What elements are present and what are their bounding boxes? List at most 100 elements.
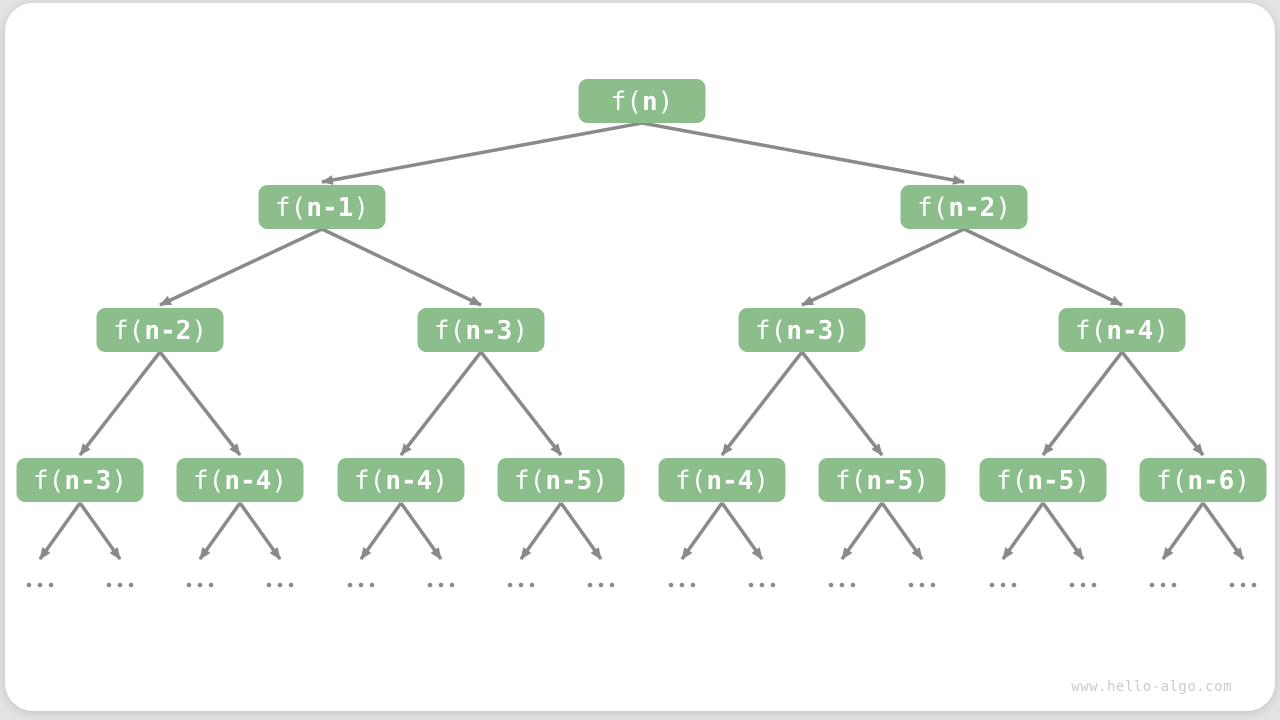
ellipsis-dot <box>930 582 936 588</box>
ellipsis-dot <box>266 582 272 588</box>
ellipsis-dot <box>37 582 43 588</box>
tree-node-box <box>176 458 304 502</box>
tree-node-label: f(n-5) <box>835 466 929 496</box>
tree-node-label: f(n-5) <box>514 466 608 496</box>
ellipsis-dot <box>850 582 856 588</box>
tree-node-label: f(n-4) <box>193 466 287 496</box>
tree-node-box <box>258 185 386 229</box>
ellipsis-dot <box>26 582 32 588</box>
tree-edge-arrow <box>720 350 804 457</box>
tree-edge-arrow <box>321 227 482 307</box>
ellipsis-dot <box>518 582 524 588</box>
ellipsis-leaf <box>908 582 936 588</box>
ellipsis-dot <box>1149 582 1155 588</box>
tree-node-box <box>1058 308 1186 352</box>
tree-edge-arrow <box>680 501 724 561</box>
tree-node-f-n-3: f(n-3) <box>417 308 545 352</box>
tree-node-f-n-3: f(n-3) <box>738 308 866 352</box>
tree-node-f-n-6: f(n-6) <box>1139 458 1267 502</box>
tree-edge-arrow <box>1041 350 1124 457</box>
ellipsis-leaf <box>587 582 615 588</box>
tree-edge-arrow <box>158 350 242 457</box>
ellipsis-leaf <box>1149 582 1177 588</box>
ellipsis-dot <box>106 582 112 588</box>
ellipsis-dot <box>288 582 294 588</box>
tree-edge-arrow <box>800 350 884 457</box>
ellipsis-leaf <box>26 582 54 588</box>
tree-node-label: f(n-1) <box>275 193 369 223</box>
ellipsis-dot <box>1069 582 1075 588</box>
tree-node-f-n-4: f(n-4) <box>1058 308 1186 352</box>
ellipsis-dot <box>1240 582 1246 588</box>
ellipsis-dot <box>1251 582 1257 588</box>
tree-node-f-n-4: f(n-4) <box>658 458 786 502</box>
tree-node-box <box>417 308 545 352</box>
tree-node-box <box>979 458 1107 502</box>
tree-edge-arrow <box>880 501 924 561</box>
ellipsis-dot <box>1160 582 1166 588</box>
ellipsis-dot <box>1011 582 1017 588</box>
ellipsis-dot <box>1229 582 1235 588</box>
ellipsis-dot <box>828 582 834 588</box>
ellipsis-leaf <box>1229 582 1257 588</box>
ellipsis-leaf <box>668 582 696 588</box>
ellipsis-dot <box>369 582 375 588</box>
tree-node-f-n-4: f(n-4) <box>337 458 465 502</box>
tree-node-box <box>900 185 1028 229</box>
watermark: www.hello-algo.com <box>1071 679 1232 695</box>
tree-node-f-n-1: f(n-1) <box>258 185 386 229</box>
ellipsis-leaf <box>828 582 856 588</box>
ellipsis-dot <box>1171 582 1177 588</box>
tree-edge-arrow <box>840 501 884 561</box>
ellipsis-dot <box>989 582 995 588</box>
tree-edge-arrow <box>399 501 443 561</box>
tree-edge-arrow <box>78 350 162 457</box>
tree-node-box <box>738 308 866 352</box>
tree-node-box <box>1139 458 1267 502</box>
ellipsis-dot <box>668 582 674 588</box>
tree-edge-arrow <box>38 501 82 561</box>
ellipsis-dot <box>347 582 353 588</box>
ellipsis-dot <box>358 582 364 588</box>
ellipsis-dot <box>1000 582 1006 588</box>
ellipsis-leaf <box>266 582 294 588</box>
ellipsis-dot <box>197 582 203 588</box>
tree-node-box <box>578 79 706 123</box>
tree-edge-arrow <box>479 350 563 457</box>
ellipsis-dot <box>128 582 134 588</box>
tree-node-box <box>818 458 946 502</box>
ellipsis-leaf <box>989 582 1017 588</box>
tree-edge-arrow <box>559 501 603 561</box>
ellipsis-leaf <box>507 582 535 588</box>
ellipsis-dot <box>919 582 925 588</box>
ellipsis-leaf <box>1069 582 1097 588</box>
tree-edge-arrow <box>1120 350 1205 457</box>
tree-edge-arrow <box>399 350 483 457</box>
tree-edge-arrow <box>359 501 403 561</box>
tree-node-label: f(n-2) <box>917 193 1011 223</box>
tree-edge-arrow <box>641 121 965 185</box>
ellipsis-dot <box>529 582 535 588</box>
ellipsis-leaf <box>748 582 776 588</box>
tree-node-box <box>658 458 786 502</box>
ellipsis-dot <box>839 582 845 588</box>
ellipsis-dot <box>598 582 604 588</box>
ellipsis-dot <box>438 582 444 588</box>
ellipsis-dot <box>587 582 593 588</box>
tree-node-label: f(n-4) <box>354 466 448 496</box>
tree-edge-arrow <box>801 227 965 307</box>
tree-node-f-n-5: f(n-5) <box>497 458 625 502</box>
tree-edge-arrow <box>238 501 282 561</box>
ellipsis-dot <box>770 582 776 588</box>
ellipsis-dot <box>449 582 455 588</box>
tree-node-box <box>16 458 144 502</box>
tree-node-f-n-5: f(n-5) <box>818 458 946 502</box>
ellipsis-dot <box>690 582 696 588</box>
tree-node-label: f(n) <box>611 87 674 117</box>
tree-edge-arrow <box>198 501 242 561</box>
tree-edge-arrow <box>1001 501 1045 561</box>
ellipsis-dot <box>117 582 123 588</box>
ellipsis-dot <box>1080 582 1086 588</box>
